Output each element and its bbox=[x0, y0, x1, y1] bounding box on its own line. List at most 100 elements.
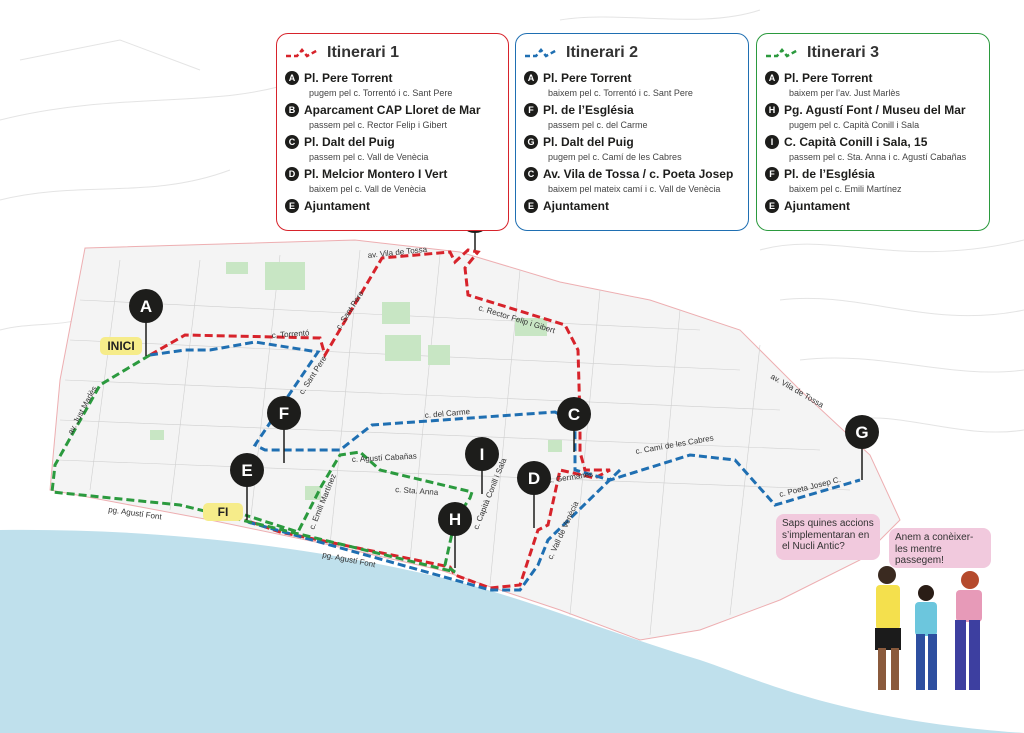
stop-connector: passem pel c. Sta. Anna i c. Agustí Caba… bbox=[789, 152, 967, 162]
itinerary-title: Itinerari 3 bbox=[807, 44, 880, 61]
stop-connector: pugem pel c. Torrentó i c. Sant Pere bbox=[309, 88, 453, 98]
stop-letter-badge: A bbox=[285, 70, 299, 85]
start-tag: INICI bbox=[100, 337, 142, 355]
stop-letter-badge: F bbox=[765, 166, 779, 181]
speech-bubble-question: Saps quines accions s’implementaran en e… bbox=[776, 514, 880, 560]
itinerary-stop[interactable]: A Pl. Pere Torrent bbox=[524, 69, 740, 86]
svg-text:D: D bbox=[528, 469, 540, 488]
itinerary-stop[interactable]: G Pl. Dalt del Puig bbox=[524, 133, 740, 150]
svg-text:G: G bbox=[855, 423, 868, 442]
itinerary-stop[interactable]: C Pl. Dalt del Puig bbox=[285, 133, 500, 150]
stop-letter-badge: E bbox=[765, 198, 779, 213]
itinerary-3-box: Itinerari 3 A Pl. Pere Torrent baixem per… bbox=[756, 33, 990, 231]
itinerary-header: Itinerari 2 bbox=[524, 40, 740, 66]
svg-text:C: C bbox=[568, 405, 580, 424]
stop-letter-badge: A bbox=[524, 70, 538, 85]
end-tag: FI bbox=[203, 503, 243, 521]
pin-c[interactable]: C bbox=[557, 397, 591, 452]
stop-connector: baixem pel c. Vall de Venècia bbox=[309, 184, 426, 194]
svg-text:A: A bbox=[140, 297, 152, 316]
stop-letter-badge: E bbox=[524, 198, 538, 213]
itinerary-title: Itinerari 2 bbox=[566, 44, 639, 61]
itinerary-stop[interactable]: I C. Capità Conill i Sala, 15 bbox=[765, 133, 981, 150]
stop-letter-badge: E bbox=[285, 198, 299, 213]
itinerary-stop[interactable]: F Pl. de l’Església bbox=[524, 101, 740, 118]
itinerary-stop[interactable]: B Aparcament CAP Lloret de Mar bbox=[285, 101, 500, 118]
pin-d[interactable]: D bbox=[517, 461, 551, 528]
people-illustration bbox=[875, 566, 982, 690]
route-red-dash-icon bbox=[286, 48, 319, 58]
stop-name: Pl. Dalt del Puig bbox=[543, 134, 634, 149]
svg-text:E: E bbox=[241, 461, 252, 480]
stop-name: Aparcament CAP Lloret de Mar bbox=[304, 102, 481, 117]
stop-name: C. Capità Conill i Sala, 15 bbox=[784, 134, 928, 149]
street-label: c. del Carme bbox=[424, 407, 471, 420]
stop-name: Pl. Pere Torrent bbox=[543, 70, 632, 85]
stop-name: Pl. Pere Torrent bbox=[304, 70, 393, 85]
route-blue-dash-icon bbox=[525, 48, 558, 58]
svg-text:F: F bbox=[279, 404, 289, 423]
stop-name: Ajuntament bbox=[304, 198, 370, 213]
speech-bubble-answer: Anem a conèixer-les mentre passegem! bbox=[889, 528, 991, 568]
svg-text:INICI: INICI bbox=[107, 339, 134, 353]
stop-name: Pl. Dalt del Puig bbox=[304, 134, 395, 149]
stop-connector: passem pel c. Vall de Venècia bbox=[309, 152, 429, 162]
stop-connector: baixem per l’av. Just Marlès bbox=[789, 88, 900, 98]
speech-text: Saps quines accions s’implementaran en e… bbox=[782, 518, 874, 552]
green-spaces bbox=[150, 262, 562, 500]
stop-name: Pl. Melcior Montero I Vert bbox=[304, 166, 448, 181]
pin-e[interactable]: E bbox=[230, 453, 264, 520]
itinerary-stop[interactable]: H Pg. Agustí Font / Museu del Mar bbox=[765, 101, 981, 118]
speech-text: Anem a conèixer-les mentre passegem! bbox=[895, 532, 974, 566]
stop-connector: pugem pel c. Capità Conill i Sala bbox=[789, 120, 920, 130]
stop-letter-badge: I bbox=[765, 134, 779, 149]
stop-connector: baixem pel c. Emili Martínez bbox=[789, 184, 902, 194]
stop-connector: passem pel c. Rector Felip i Gibert bbox=[309, 120, 448, 130]
stop-letter-badge: A bbox=[765, 70, 779, 85]
stop-letter-badge: D bbox=[285, 166, 299, 181]
itinerary-stop[interactable]: A Pl. Pere Torrent bbox=[285, 69, 500, 86]
stop-name: Pl. de l’Església bbox=[543, 102, 634, 117]
itinerary-stop[interactable]: D Pl. Melcior Montero I Vert bbox=[285, 165, 500, 182]
street-label: c. Sta. Anna bbox=[395, 485, 439, 497]
itinerary-2-box: Itinerari 2 A Pl. Pere Torrent baixem pel… bbox=[515, 33, 749, 231]
itinerary-stop[interactable]: C Av. Vila de Tossa / c. Poeta Josep bbox=[524, 165, 740, 182]
stop-name: Pl. Pere Torrent bbox=[784, 70, 873, 85]
pin-i[interactable]: I bbox=[465, 437, 499, 494]
stop-connector: baixem pel mateix camí i c. Vall de Venè… bbox=[548, 184, 721, 194]
itinerary-stop[interactable]: F Pl. de l’Església bbox=[765, 165, 981, 182]
stop-connector: passem pel c. del Carme bbox=[548, 120, 648, 130]
terrain-lines bbox=[0, 9, 1024, 433]
itinerary-header: Itinerari 1 bbox=[285, 40, 500, 66]
itinerary-1-box: Itinerari 1 A Pl. Pere Torrent pugem pel … bbox=[276, 33, 509, 231]
itinerary-stop[interactable]: E Ajuntament bbox=[524, 197, 740, 214]
pin-g[interactable]: G bbox=[845, 415, 879, 480]
stop-name: Pg. Agustí Font / Museu del Mar bbox=[784, 102, 966, 117]
route-green-dash-icon bbox=[766, 48, 799, 58]
itinerary-stop[interactable]: A Pl. Pere Torrent bbox=[765, 69, 981, 86]
stop-letter-badge: C bbox=[524, 166, 538, 181]
svg-text:I: I bbox=[480, 445, 485, 464]
street-label: c. Agustí Cabañas bbox=[352, 452, 417, 464]
itinerary-stop[interactable]: E Ajuntament bbox=[285, 197, 500, 214]
stop-letter-badge: G bbox=[524, 134, 538, 149]
stop-letter-badge: B bbox=[285, 102, 299, 117]
stop-name: Pl. de l’Església bbox=[784, 166, 875, 181]
sea bbox=[0, 529, 1024, 733]
stop-name: Av. Vila de Tossa / c. Poeta Josep bbox=[543, 166, 734, 181]
itinerary-title: Itinerari 1 bbox=[327, 44, 400, 61]
stop-letter-badge: C bbox=[285, 134, 299, 149]
stop-letter-badge: H bbox=[765, 102, 779, 117]
stop-name: Ajuntament bbox=[784, 198, 850, 213]
itinerary-stop[interactable]: E Ajuntament bbox=[765, 197, 981, 214]
pin-h[interactable]: H bbox=[438, 502, 472, 568]
pin-a[interactable]: A bbox=[129, 289, 163, 356]
stop-name: Ajuntament bbox=[543, 198, 609, 213]
pin-f[interactable]: F bbox=[267, 396, 301, 463]
itinerary-header: Itinerari 3 bbox=[765, 40, 981, 66]
route-2-path bbox=[149, 340, 861, 592]
stop-connector: baixem pel c. Torrentó i c. Sant Pere bbox=[548, 88, 693, 98]
stop-letter-badge: F bbox=[524, 102, 538, 117]
stop-connector: pugem pel c. Camí de les Cabres bbox=[548, 152, 682, 162]
